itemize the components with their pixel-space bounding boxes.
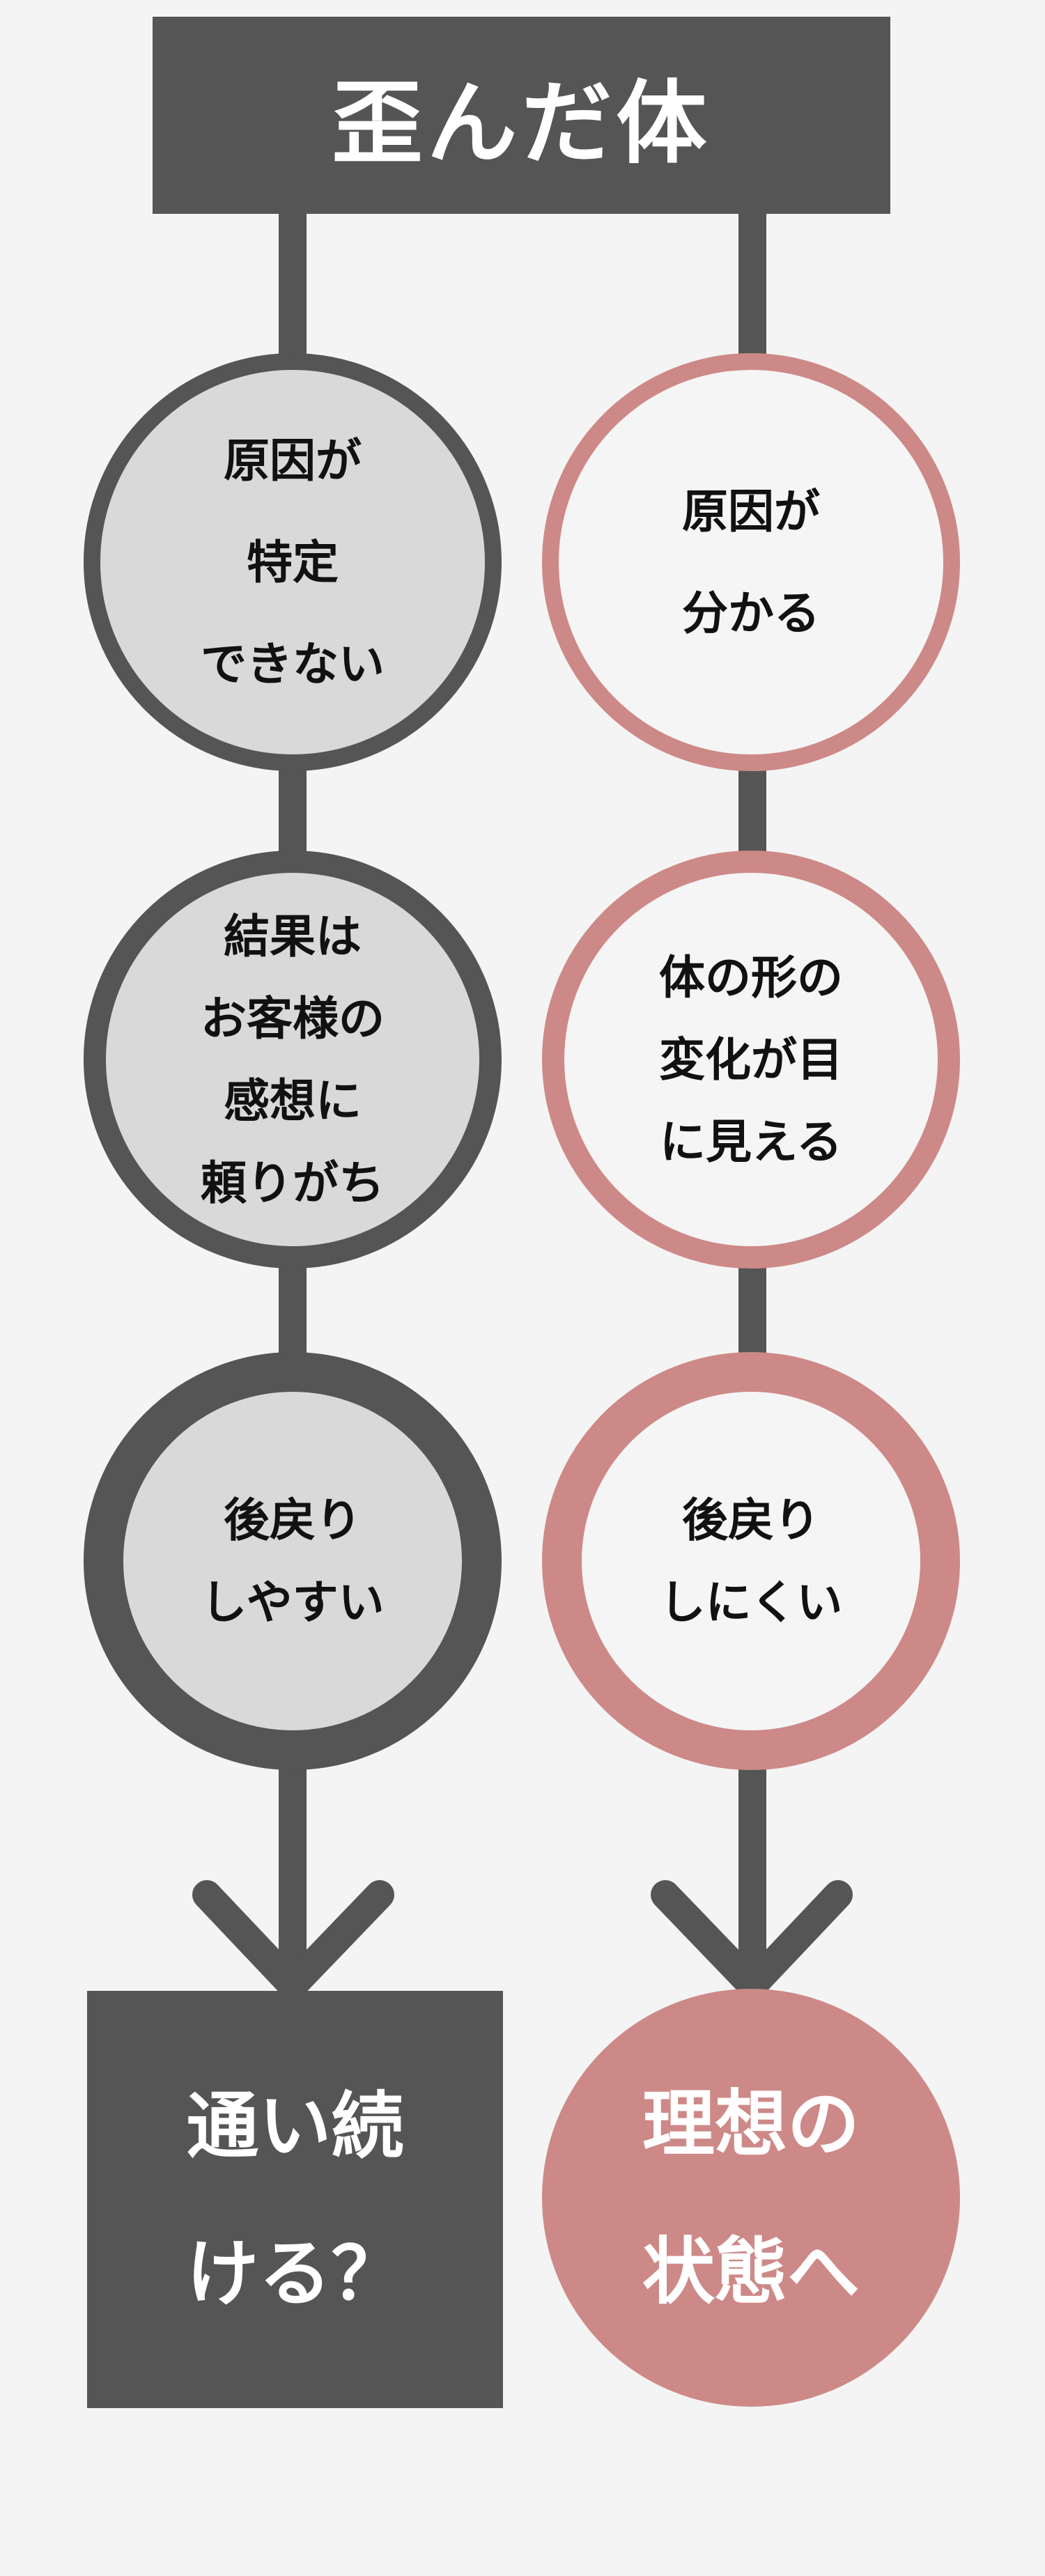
left-node-cause-unknown: 原因が 特定 できない	[84, 353, 502, 771]
left-node-relapse-easy: 後戻り しやすい	[84, 1352, 502, 1770]
node-text: 感想に	[224, 1073, 362, 1128]
node-text: 頼りがち	[201, 1156, 385, 1210]
node-text: 結果は	[224, 909, 362, 963]
result-text: 理想の	[642, 2081, 860, 2166]
diagram-title: 歪んだ体	[153, 17, 890, 214]
node-text: しにくい	[659, 1575, 843, 1629]
node-text: 分かる	[682, 586, 820, 640]
right-arrow-head-icon	[651, 1880, 853, 2007]
node-text: 原因が	[224, 433, 362, 488]
left-node-customer-impression: 結果は お客様の 感想に 頼りがち	[84, 851, 502, 1268]
right-node-relapse-hard: 後戻り しにくい	[542, 1352, 960, 1770]
node-text: 後戻り	[224, 1493, 362, 1547]
node-text: に見える	[659, 1115, 843, 1169]
result-text: 通い続	[186, 2082, 404, 2168]
result-text: ける？	[186, 2230, 404, 2316]
node-text: 特定	[247, 535, 339, 589]
right-node-visible-change: 体の形の 変化が目 に見える	[542, 851, 960, 1268]
left-result-box: 通い続 ける？	[87, 1991, 503, 2408]
right-result-circle: 理想の 状態へ	[542, 1989, 960, 2407]
node-text: 後戻り	[682, 1493, 820, 1547]
right-node-cause-known: 原因が 分かる	[542, 353, 960, 771]
node-text: 体の形の	[659, 950, 843, 1004]
node-text: しやすい	[201, 1575, 385, 1629]
result-text: 状態へ	[642, 2228, 860, 2314]
left-arrow-head-icon	[192, 1880, 394, 2007]
node-text: お客様の	[201, 991, 385, 1046]
node-text: 原因が	[682, 484, 820, 538]
node-text: できない	[201, 637, 385, 691]
node-text: 変化が目	[659, 1032, 843, 1087]
